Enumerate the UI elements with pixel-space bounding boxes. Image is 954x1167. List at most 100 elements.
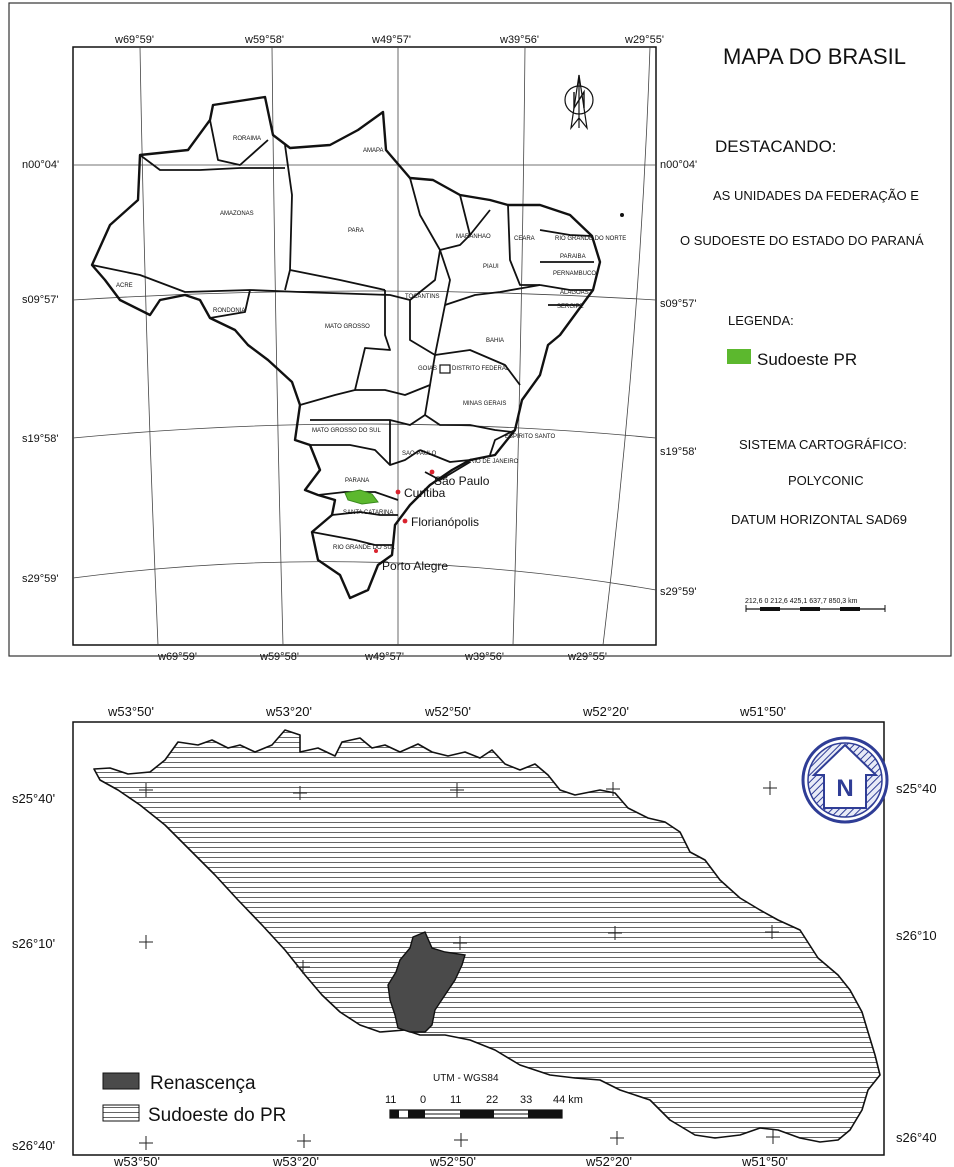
highlight-heading: DESTACANDO:	[715, 137, 837, 156]
bottom-scale-bar: 11 0 11 22 33 44 km	[385, 1094, 583, 1119]
bottom-lon-top-0: w53°50'	[107, 704, 154, 719]
bottom-lon-bottom-1: w53°20'	[272, 1154, 319, 1167]
top-lon-top-3: w39°56'	[499, 34, 539, 46]
label-minas: MINAS GERAIS	[463, 401, 506, 407]
brazil-map-panel: RORAIMA AMAPA AMAZONAS PARA MARANHAO CEA…	[8, 2, 952, 663]
scale-tick-0: 11	[385, 1094, 396, 1106]
label-acre: ACRE	[116, 283, 133, 289]
scale-tick-5: 44 km	[553, 1094, 583, 1106]
label-sergipe: SERGIPE	[557, 304, 584, 310]
label-amazonas: AMAZONAS	[220, 211, 254, 217]
highlight-line-2: O SUDOESTE DO ESTADO DO PARANÁ	[680, 233, 924, 248]
label-pernambuco: PERNAMBUCO	[553, 271, 596, 277]
bottom-coordinate-labels: w53°50' w53°20' w52°50' w52°20' w51°50' …	[12, 704, 937, 1167]
label-goias: GOIAS	[418, 366, 437, 372]
state-labels: RORAIMA AMAPA AMAZONAS PARA MARANHAO CEA…	[116, 136, 626, 551]
label-curitiba: Curitiba	[404, 486, 446, 500]
top-lon-top-4: w29°55'	[624, 34, 664, 46]
scale-tick-2: 11	[450, 1094, 461, 1106]
bottom-lon-bottom-2: w52°50'	[429, 1154, 476, 1167]
top-lat-left-1: s09°57'	[22, 294, 58, 306]
top-lat-right-3: s29°59'	[660, 586, 696, 598]
top-graticule	[72, 46, 657, 646]
label-bahia: BAHIA	[486, 338, 504, 344]
label-sao-paulo: São Paulo	[434, 474, 490, 488]
city-labels: São Paulo Curitiba Florianópolis Porto A…	[382, 474, 490, 573]
df-box	[439, 364, 451, 374]
sudoeste-pr-region	[344, 489, 379, 505]
city-dots	[374, 469, 435, 553]
bottom-lat-left-2: s26°40'	[12, 1138, 55, 1153]
top-lat-left-0: n00°04'	[22, 159, 59, 171]
highlight-line-1: AS UNIDADES DA FEDERAÇÃO E	[713, 188, 919, 203]
top-coordinate-labels: w69°59' w59°58' w49°57' w39°56' w29°55' …	[22, 34, 697, 663]
sudoeste-map-panel: w53°50' w53°20' w52°50' w52°20' w51°50' …	[12, 704, 937, 1167]
top-lat-left-3: s29°59'	[22, 573, 58, 585]
north-arrow-icon: N	[801, 736, 889, 824]
legend-heading: LEGENDA:	[728, 313, 794, 328]
bottom-lon-top-3: w52°20'	[582, 704, 629, 719]
bottom-lat-right-0: s25°40	[896, 781, 937, 796]
bottom-lon-top-4: w51°50'	[739, 704, 786, 719]
bottom-lon-top-2: w52°50'	[424, 704, 471, 719]
bottom-lon-bottom-0: w53°50'	[113, 1154, 160, 1167]
bottom-lon-top-1: w53°20'	[265, 704, 312, 719]
label-ceara: CEARA	[514, 236, 535, 242]
top-lat-right-1: s09°57'	[660, 298, 696, 310]
label-florianopolis: Florianópolis	[411, 515, 479, 529]
projection-label: POLYCONIC	[788, 473, 864, 488]
bottom-projection-label: UTM - WGS84	[433, 1073, 499, 1084]
top-panel-border	[8, 2, 952, 657]
bottom-lat-left-1: s26°10'	[12, 936, 55, 951]
label-sp: SAO PAULO	[402, 451, 437, 457]
datum-label: DATUM HORIZONTAL SAD69	[731, 512, 907, 527]
label-amapa: AMAPA	[363, 148, 384, 154]
label-paraiba: PARAIBA	[560, 254, 586, 260]
label-alagoas: ALAGOAS	[560, 290, 589, 296]
label-sc: SANTA CATARINA	[343, 510, 393, 516]
legend-item-label: Sudoeste PR	[757, 350, 857, 369]
label-es: ESPIRITO SANTO	[505, 434, 555, 440]
label-parana: PARANA	[345, 478, 369, 484]
scale-tick-1: 0	[420, 1094, 426, 1106]
label-rs: RIO GRANDE DO SUL	[333, 545, 396, 551]
label-rn: RIO GRANDE DO NORTE	[555, 236, 626, 242]
label-para: PARA	[348, 228, 364, 234]
top-lon-top-2: w49°57'	[371, 34, 411, 46]
island-dot	[620, 213, 624, 217]
bottom-lon-bottom-4: w51°50'	[741, 1154, 788, 1167]
label-maranhao: MARANHAO	[456, 234, 491, 240]
top-map-frame	[72, 46, 657, 646]
top-lon-bottom-2: w49°57'	[364, 651, 404, 663]
legend-label-renascenca: Renascença	[150, 1073, 256, 1094]
top-lat-right-2: s19°58'	[660, 446, 696, 458]
legend-swatch-renascenca	[102, 1072, 140, 1090]
top-lon-bottom-3: w39°56'	[464, 651, 504, 663]
cartographic-heading: SISTEMA CARTOGRÁFICO:	[739, 437, 907, 452]
bottom-legend: Renascença Sudoeste do PR	[102, 1072, 286, 1126]
renascenca-region	[387, 931, 466, 1033]
label-mato-grosso: MATO GROSSO	[325, 324, 370, 330]
bottom-lat-left-0: s25°40'	[12, 791, 55, 806]
legend-swatch-sudoeste	[102, 1104, 140, 1122]
label-rondonia: RONDONIA	[213, 308, 245, 314]
bottom-lat-right-1: s26°10	[896, 928, 937, 943]
top-lon-top-0: w69°59'	[114, 34, 154, 46]
top-lat-right-0: n00°04'	[660, 159, 697, 171]
compass-rose-icon	[564, 74, 594, 131]
top-lon-bottom-4: w29°55'	[567, 651, 607, 663]
label-rj: RIO DE JANEIRO	[470, 459, 519, 465]
north-label: N	[836, 775, 853, 802]
legend-swatch-sudoeste	[727, 349, 751, 364]
bottom-lon-bottom-3: w52°20'	[585, 1154, 632, 1167]
label-tocantins: TOCANTINS	[405, 294, 440, 300]
bottom-lat-right-2: s26°40	[896, 1130, 937, 1145]
legend-label-sudoeste: Sudoeste do PR	[148, 1105, 286, 1126]
top-scale-bar: 212,6 0 212,6 425,1 637,7 850,3 km	[745, 598, 886, 612]
top-lon-top-1: w59°58'	[244, 34, 284, 46]
label-ms: MATO GROSSO DO SUL	[312, 428, 381, 434]
brazil-outline	[90, 95, 602, 600]
top-scale-label: 212,6 0 212,6 425,1 637,7 850,3 km	[745, 598, 858, 605]
bottom-grid-crosses	[139, 781, 780, 1150]
